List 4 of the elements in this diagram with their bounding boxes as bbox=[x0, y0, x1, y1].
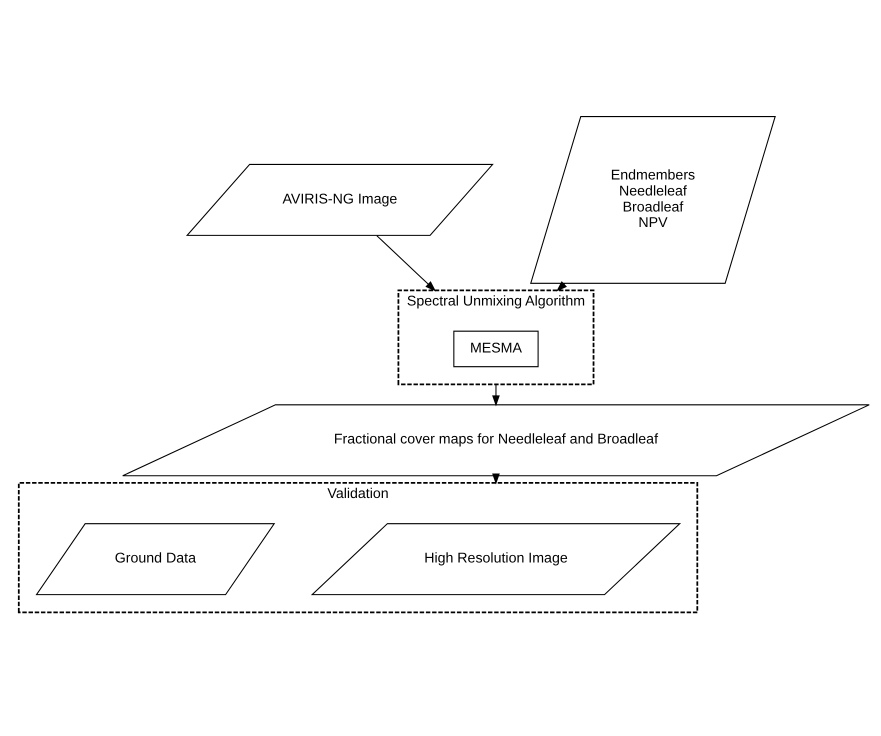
arrow bbox=[492, 473, 500, 484]
node-box: MESMA bbox=[453, 330, 539, 368]
arrow bbox=[376, 235, 436, 292]
arrow bbox=[492, 384, 500, 406]
